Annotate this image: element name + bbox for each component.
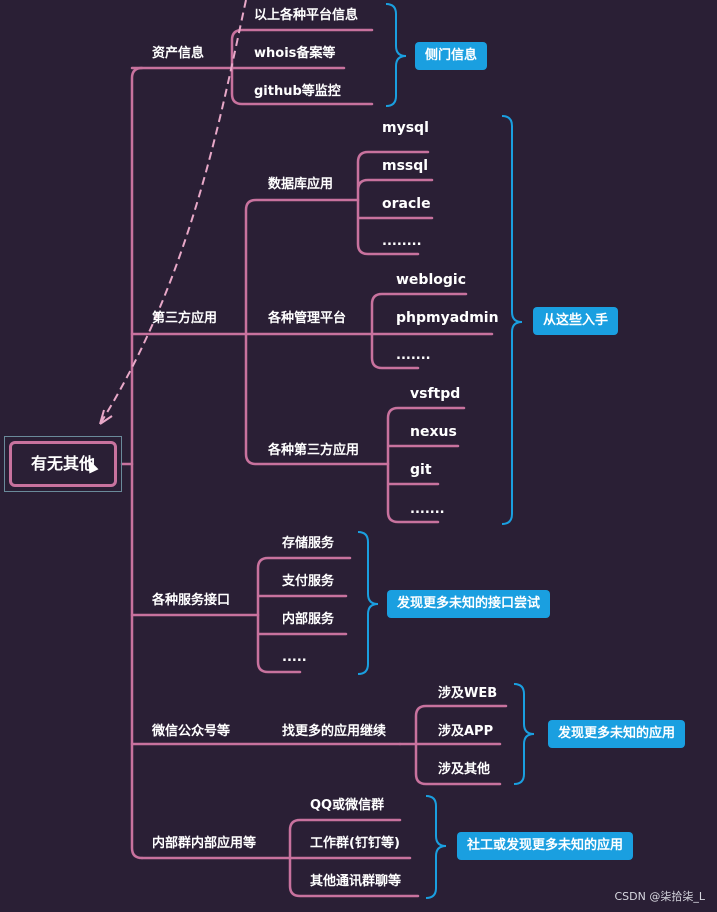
group-management[interactable]: 各种管理平台	[268, 311, 347, 326]
db-mssql[interactable]: mssql	[382, 158, 429, 174]
assets-child-platform-info[interactable]: 以上各种平台信息	[254, 8, 359, 23]
db-oracle[interactable]: oracle	[382, 196, 431, 212]
dashed-arrow-head	[99, 409, 113, 425]
callout-services[interactable]: 发现更多未知的接口尝试	[387, 590, 551, 618]
branch-assets[interactable]: 资产信息	[152, 46, 205, 61]
services-children-lines	[256, 556, 352, 674]
db-mysql[interactable]: mysql	[382, 120, 429, 136]
branch-services[interactable]: 各种服务接口	[152, 593, 231, 608]
mgmt-weblogic[interactable]: weblogic	[396, 272, 466, 288]
service-internal[interactable]: 内部服务	[282, 612, 335, 627]
internal-work[interactable]: 工作群(钉钉等)	[310, 836, 400, 851]
app-vsftpd[interactable]: vsftpd	[410, 386, 461, 402]
assets-child-github[interactable]: github等监控	[254, 84, 341, 99]
watermark: CSDN @柒拾柒_L	[614, 890, 706, 903]
callout-internal[interactable]: 社工或发现更多未知的应用	[457, 832, 634, 860]
root-node[interactable]: 有无其他	[9, 441, 117, 487]
service-payment[interactable]: 支付服务	[282, 574, 335, 589]
brace-services	[357, 531, 379, 675]
group-third-party-apps[interactable]: 各种第三方应用	[268, 443, 360, 458]
callout-wechat[interactable]: 发现更多未知的应用	[548, 720, 686, 748]
branch-third-party[interactable]: 第三方应用	[152, 311, 218, 326]
mgmt-children-lines	[370, 292, 494, 370]
wechat-app[interactable]: 涉及APP	[438, 724, 494, 739]
service-storage[interactable]: 存储服务	[282, 536, 335, 551]
wechat-web[interactable]: 涉及WEB	[438, 686, 498, 701]
db-more[interactable]: ........	[382, 234, 422, 249]
brace-assets	[385, 3, 407, 107]
wechat-sub[interactable]: 找更多的应用继续	[282, 724, 387, 739]
db-children-lines	[356, 150, 434, 256]
internal-other[interactable]: 其他通讯群聊等	[310, 874, 402, 889]
third-party-group-trunk	[244, 198, 390, 466]
assets-children-lines	[230, 28, 374, 106]
service-more[interactable]: .....	[282, 650, 307, 665]
callout-start-here[interactable]: 从这些入手	[533, 307, 619, 335]
branch-internal[interactable]: 内部群内部应用等	[152, 836, 257, 851]
mgmt-more[interactable]: .......	[396, 348, 431, 363]
wechat-children-lines	[398, 704, 508, 786]
app-git[interactable]: git	[410, 462, 432, 478]
brace-wechat	[513, 683, 535, 785]
trunk-vertical	[130, 66, 144, 860]
group-database[interactable]: 数据库应用	[268, 177, 334, 192]
app-more[interactable]: .......	[410, 502, 445, 517]
branch-wechat[interactable]: 微信公众号等	[152, 724, 231, 739]
tp-apps-children-lines	[386, 406, 466, 524]
app-nexus[interactable]: nexus	[410, 424, 457, 440]
internal-children-lines	[288, 818, 420, 898]
internal-qq[interactable]: QQ或微信群	[310, 798, 385, 813]
brace-internal	[425, 795, 447, 899]
dashed-arrow	[99, 0, 247, 425]
mgmt-phpmyadmin[interactable]: phpmyadmin	[396, 310, 499, 326]
wechat-other[interactable]: 涉及其他	[438, 762, 491, 777]
brace-third-party	[501, 115, 523, 525]
root-node-frame: 有无其他	[4, 436, 122, 492]
assets-child-whois[interactable]: whois备案等	[254, 46, 336, 61]
callout-side-door[interactable]: 侧门信息	[415, 42, 488, 70]
